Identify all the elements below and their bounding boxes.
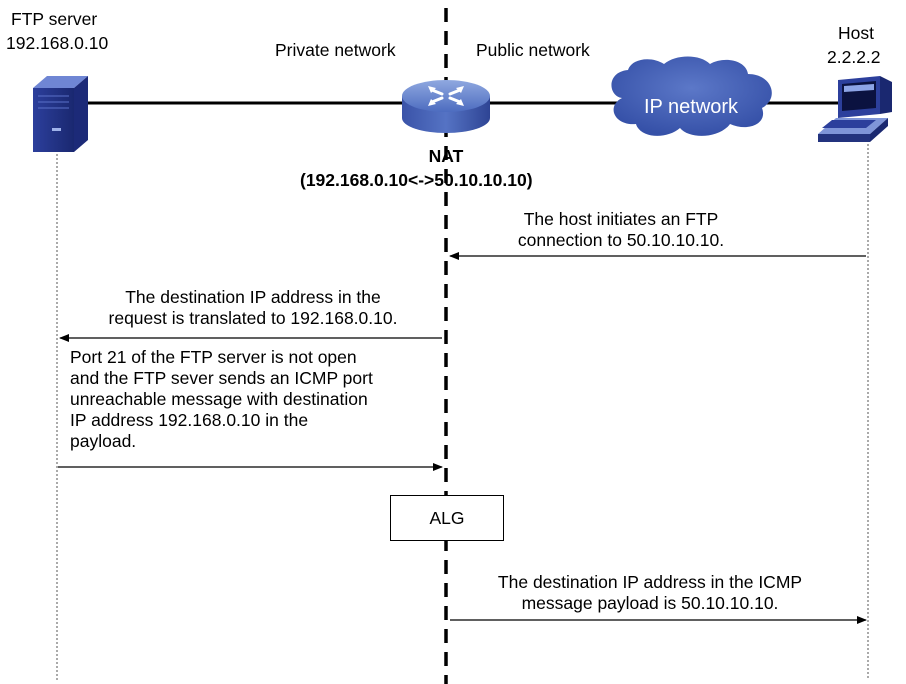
nat-mapping-label: (192.168.0.10<->50.10.10.10) — [300, 170, 533, 190]
message-4-text: The destination IP address in the ICMP m… — [497, 572, 803, 613]
nat-label: NAT — [428, 146, 464, 166]
message-2-text: The destination IP address in the reques… — [108, 287, 398, 328]
host-ip: 2.2.2.2 — [827, 47, 881, 67]
ip-network-cloud — [611, 56, 772, 136]
host-computer-icon — [818, 76, 892, 142]
public-network-label: Public network — [476, 40, 590, 60]
ftp-server-ip: 192.168.0.10 — [6, 33, 109, 53]
message-1-text: The host initiates an FTP connection to … — [517, 209, 725, 250]
private-network-label: Private network — [275, 40, 396, 60]
alg-box: ALG — [390, 495, 504, 541]
alg-label: ALG — [429, 507, 465, 528]
message-3-text: Port 21 of the FTP server is not open an… — [70, 347, 373, 451]
host-name: Host — [838, 23, 874, 43]
router-icon — [402, 80, 490, 133]
ftp-server-name: FTP server — [11, 9, 98, 29]
ip-network-label: IP network — [643, 96, 739, 118]
ftp-server-icon — [33, 76, 88, 152]
